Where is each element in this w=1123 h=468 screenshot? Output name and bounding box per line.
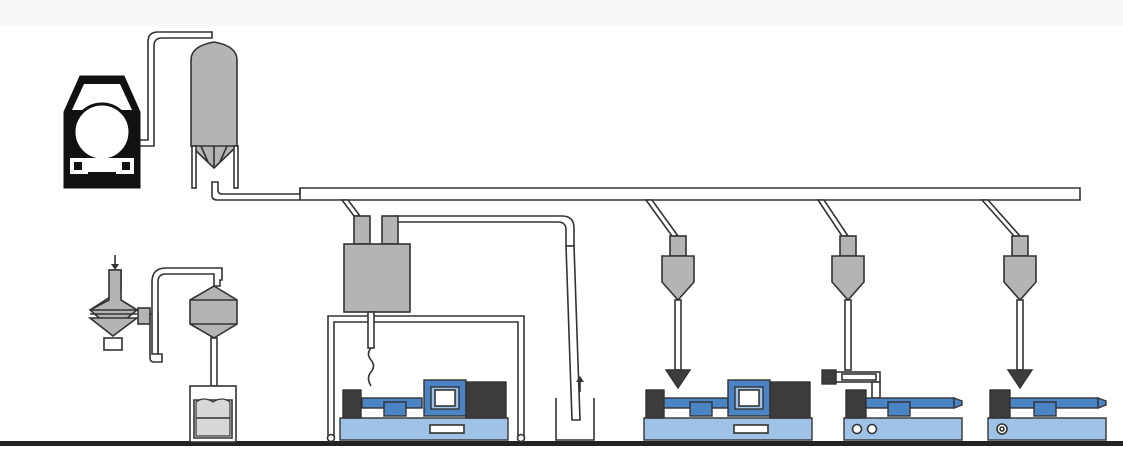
dryer-feed-line — [340, 199, 581, 421]
extruder-machine — [843, 389, 963, 441]
bag-dump-station — [87, 255, 151, 351]
hopper-loader — [980, 199, 1037, 390]
truck-to-silo-pipe — [135, 31, 213, 147]
injection-molding-machine — [339, 379, 509, 441]
main-conveying-line — [211, 181, 1081, 201]
hopper-loader — [816, 199, 865, 371]
injection-molding-machine — [643, 379, 813, 441]
storage-silo — [190, 41, 239, 189]
top-strip — [0, 0, 1123, 26]
regrind-bin — [555, 376, 595, 441]
container-hopper — [189, 385, 237, 443]
bag-dump-pipe — [149, 267, 223, 363]
central-dryer — [343, 215, 411, 313]
extruder-machine — [987, 389, 1107, 441]
hopper-loader — [644, 199, 695, 390]
dust-collector — [189, 285, 238, 387]
blender-side-feeder — [821, 369, 881, 399]
tank-truck-icon — [63, 75, 141, 189]
floor-line — [0, 441, 1123, 446]
dryer-support-frame — [326, 311, 526, 443]
